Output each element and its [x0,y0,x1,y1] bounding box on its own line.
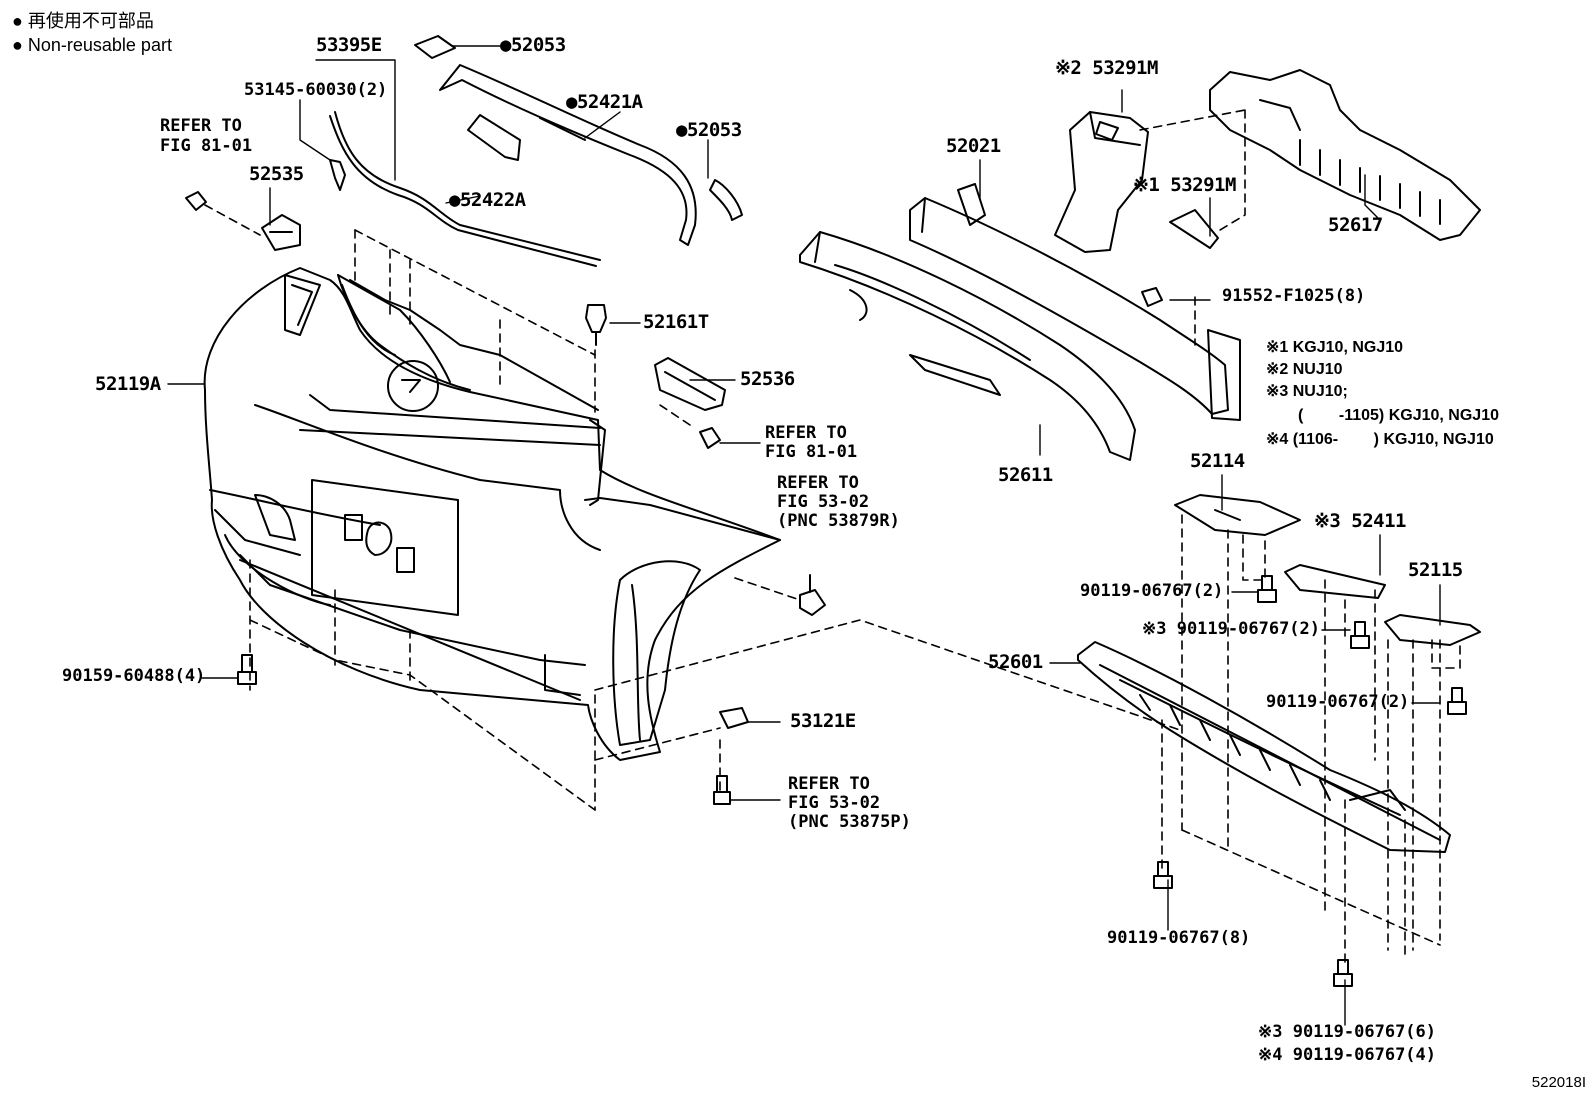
bumper-cover [203,267,781,761]
legend-english: ● Non-reusable part [12,35,172,55]
label-52119A[interactable]: 52119A [95,373,161,395]
label-52411[interactable]: ※3 52411 [1314,510,1407,532]
label-53395E[interactable]: 53395E [316,34,382,56]
label-90119-06767-d[interactable]: 90119-06767(8) [1107,928,1251,948]
figure-code: 522018I [1531,1074,1586,1091]
label-52422A[interactable]: ●52422A [449,189,526,211]
reinforcements [799,69,1481,987]
label-refer-fig-53-02-a[interactable]: REFER TO [777,473,859,493]
label-52535[interactable]: 52535 [249,163,304,185]
label-refer-fig-81-01-right-fig[interactable]: FIG 81-01 [765,442,858,462]
legend-japanese: ● 再使用不可部品 [12,11,154,31]
label-53121E[interactable]: 53121E [790,710,856,732]
label-refer-fig-53-02-a-pnc[interactable]: (PNC 53879R) [777,511,900,531]
leader-lines [167,45,1441,1026]
label-53145-60030[interactable]: 53145-60030(2) [244,80,388,100]
note-1: ※1 KGJ10, NGJ10 [1266,339,1404,356]
label-52611[interactable]: 52611 [998,464,1053,486]
label-52536[interactable]: 52536 [740,368,795,390]
label-90119-06767-f[interactable]: ※4 90119-06767(4) [1258,1045,1437,1065]
label-90159-60488[interactable]: 90159-60488(4) [62,666,206,686]
label-91552-F1025[interactable]: 91552-F1025(8) [1222,286,1366,306]
label-refer-fig-53-02-b-fig[interactable]: FIG 53-02 [788,793,881,813]
label-refer-fig-81-01-left-fig[interactable]: FIG 81-01 [160,136,253,156]
label-52601[interactable]: 52601 [988,651,1043,673]
label-52161T[interactable]: 52161T [643,311,709,333]
top-parts [185,35,826,805]
label-52053-right[interactable]: ●52053 [676,119,742,141]
label-52114[interactable]: 52114 [1190,450,1245,472]
label-53291M-1[interactable]: ※1 53291M [1133,174,1236,196]
label-90119-06767-b[interactable]: ※3 90119-06767(2) [1142,619,1321,639]
dashed-lines [204,109,1461,966]
note-3: ※3 NUJ10; [1266,383,1348,400]
note-2: ※2 NUJ10 [1266,361,1343,378]
label-90119-06767-e[interactable]: ※3 90119-06767(6) [1258,1022,1437,1042]
label-52421A[interactable]: ●52421A [566,91,643,113]
label-refer-fig-81-01-left[interactable]: REFER TO [160,116,242,136]
label-90119-06767-a[interactable]: 90119-06767(2) [1080,581,1224,601]
label-refer-fig-53-02-b-pnc[interactable]: (PNC 53875P) [788,812,911,832]
note-4: ※4 (1106- ) KGJ10, NGJ10 [1266,431,1494,448]
label-52115[interactable]: 52115 [1408,559,1463,581]
label-52053-top[interactable]: ●52053 [500,34,566,56]
note-3-range: ( -1105) KGJ10, NGJ10 [1298,407,1499,424]
label-refer-fig-53-02-a-fig[interactable]: FIG 53-02 [777,492,870,512]
label-52021[interactable]: 52021 [946,135,1001,157]
label-refer-fig-53-02-b[interactable]: REFER TO [788,774,870,794]
label-53291M-2[interactable]: ※2 53291M [1055,57,1158,79]
label-90119-06767-c[interactable]: 90119-06767(2) [1266,692,1410,712]
label-refer-fig-81-01-right[interactable]: REFER TO [765,423,847,443]
label-52617[interactable]: 52617 [1328,214,1383,236]
